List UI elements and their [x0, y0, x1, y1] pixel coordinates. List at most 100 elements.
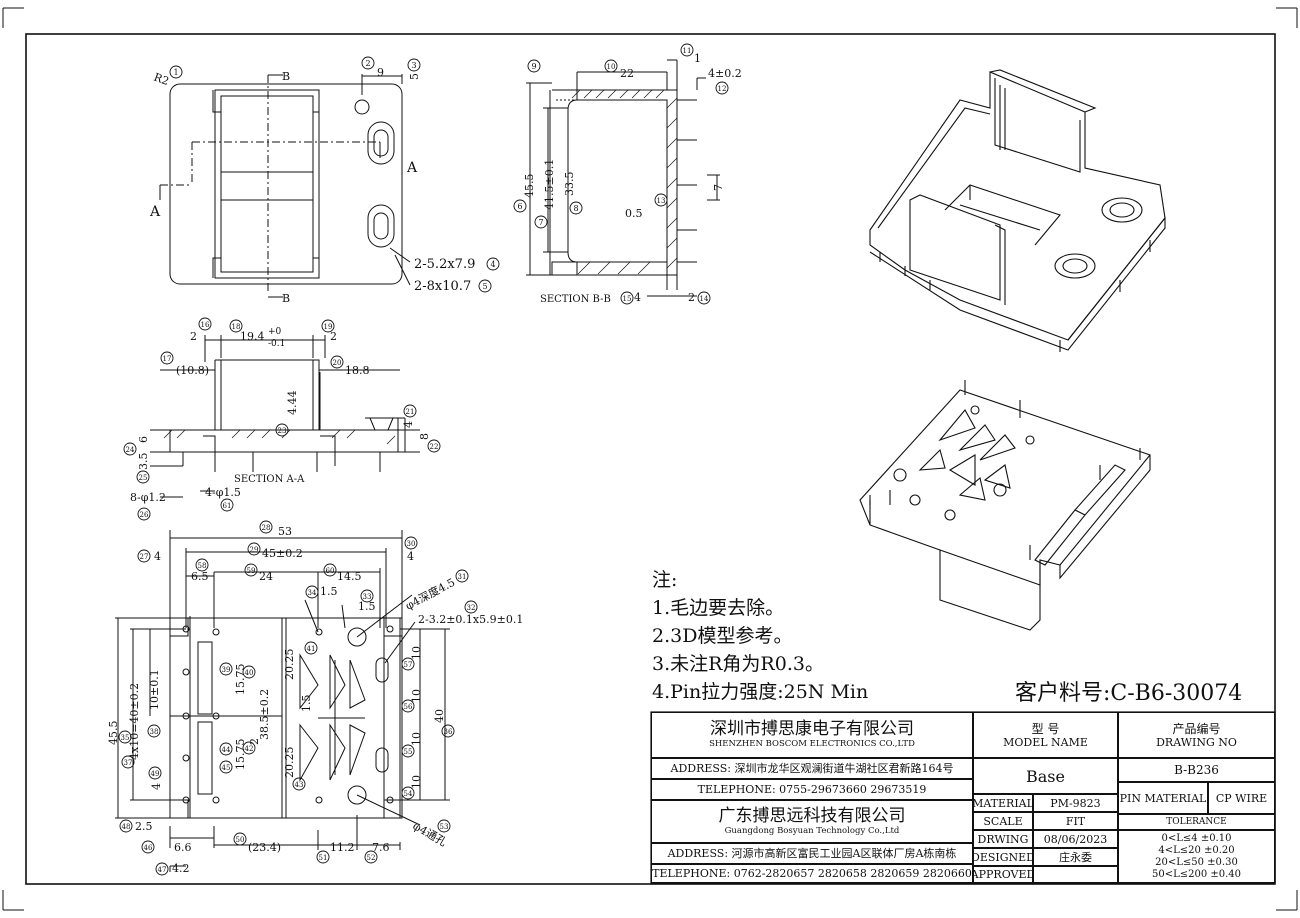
balloon-18: 18: [229, 319, 243, 333]
dim-33-5: 33.5: [563, 172, 576, 197]
balloon-3: 3: [407, 58, 421, 72]
section-a-left: A: [149, 204, 161, 220]
balloon-circle: [321, 319, 335, 333]
balloon-53: 53: [437, 819, 451, 833]
balloon-label: 41: [307, 645, 316, 653]
bottom-view: [115, 530, 450, 872]
balloon-19: 19: [321, 319, 335, 333]
balloon-label: 17: [163, 355, 172, 363]
balloon-circle: [169, 65, 183, 79]
scale-value: FIT: [1033, 812, 1118, 830]
dim-15-75a: 15.75: [234, 664, 247, 696]
balloon-label: 40: [245, 669, 254, 677]
section-a-right: A: [406, 160, 418, 176]
balloon-label: 10: [607, 63, 616, 71]
balloon-label: 39: [222, 666, 231, 674]
balloon-label: 8: [573, 204, 578, 213]
slot-note: 2-3.2±0.1x5.9±0.1: [418, 613, 523, 626]
balloon-55: 55: [401, 744, 415, 758]
customer-part-number: 客户料号:C-B6-30074: [1015, 681, 1243, 706]
dim-10b: 10: [410, 689, 423, 703]
balloon-28: 28: [259, 520, 273, 534]
balloon-circle: [455, 569, 469, 583]
balloon-4: 4: [486, 257, 500, 271]
dim-10-8: (10.8): [176, 364, 209, 377]
balloon-circle: [220, 498, 234, 512]
balloon-34: 34: [305, 585, 319, 599]
dim-4: 4: [634, 291, 641, 304]
balloon-circle: [118, 730, 132, 744]
balloon-circle: [323, 563, 337, 577]
dim-6-6: 6.6: [174, 841, 192, 854]
balloon-circle: [478, 279, 492, 293]
dim-14-5: 14.5: [337, 570, 362, 583]
model-value: Base: [973, 758, 1118, 794]
balloon-circle: [198, 317, 212, 331]
dim-11-2: 11.2: [330, 841, 355, 854]
scale-label: SCALE: [973, 812, 1033, 830]
balloon-circle: [437, 819, 451, 833]
balloon-43: 43: [292, 777, 306, 791]
balloon-45: 45: [219, 760, 233, 774]
balloon-label: 3: [411, 61, 416, 70]
dim-10-0-1: 10±0.1: [148, 669, 161, 710]
balloon-label: 22: [430, 443, 439, 451]
balloon-37: 37: [121, 755, 135, 769]
balloon-label: 48: [122, 823, 131, 831]
drawing-no-value: B-B236: [1118, 758, 1275, 782]
top-view: [159, 74, 411, 298]
balloon-label: 53: [440, 823, 449, 831]
balloon-circle: [137, 507, 151, 521]
dim-9: 9: [377, 66, 384, 79]
drawing-no-label-cn: 产品编号: [1172, 721, 1221, 736]
model-label-cn: 型 号: [1031, 721, 1060, 736]
balloon-circle: [247, 542, 261, 556]
balloon-label: 57: [404, 661, 413, 669]
corner-marks: [2, 7, 1298, 911]
company2-cn: 广东搏思远科技有限公司: [718, 805, 906, 826]
dim-20-25b: 20.25: [283, 747, 296, 779]
isometric-top-view: [869, 69, 1166, 352]
balloon-circle: [401, 657, 415, 671]
balloon-49: 49: [148, 766, 162, 780]
dim-10c: 10: [410, 732, 423, 746]
balloon-21: 21: [403, 404, 417, 418]
company1-en: SHENZHEN BOSCOM ELECTRONICS CO.,LTD: [709, 739, 915, 749]
balloon-label: 42: [245, 745, 254, 753]
dim-1-5c: 1.5: [300, 695, 313, 713]
balloon-30: 30: [404, 536, 418, 550]
section-bb-title: SECTION B-B: [540, 294, 611, 305]
balloon-circle: [403, 404, 417, 418]
company2-cell: 广东搏思远科技有限公司 Guangdong Bosyuan Technology…: [651, 800, 973, 843]
dim-22: 22: [620, 67, 634, 80]
title-block: 深圳市搏思康电子有限公司 SHENZHEN BOSCOM ELECTRONICS…: [651, 712, 1275, 883]
balloon-label: 51: [319, 854, 328, 862]
balloon-15: 15: [620, 291, 634, 305]
dim-7-6: 7.6: [372, 841, 390, 854]
dim-20-25a: 20.25: [283, 649, 296, 681]
balloon-61: 61: [220, 498, 234, 512]
drawing-no-label-cell: 产品编号 DRAWING NO: [1118, 712, 1275, 758]
slot-small-note: 2-5.2x7.9: [414, 257, 475, 272]
telephone1: TELEPHONE: 0755-29673660 29673519: [651, 779, 973, 800]
balloon-label: 36: [444, 728, 453, 736]
balloon-24: 24: [123, 442, 137, 456]
balloon-40: 40: [242, 665, 256, 679]
balloon-label: 47: [158, 866, 167, 874]
balloon-label: 25: [139, 474, 148, 482]
balloon-label: 7: [538, 218, 543, 227]
pins-large-note: 4-φ1.5: [205, 486, 241, 499]
balloon-label: 19: [324, 323, 333, 331]
designed-value: 庄永委: [1033, 848, 1118, 866]
balloon-58: 58: [195, 558, 209, 572]
balloon-circle: [404, 536, 418, 550]
balloon-label: 1: [173, 68, 178, 77]
balloon-circle: [401, 744, 415, 758]
balloon-circle: [401, 786, 415, 800]
balloon-circle: [697, 291, 711, 305]
balloon-circle: [527, 59, 541, 73]
balloon-circle: [147, 724, 161, 738]
balloon-44: 44: [219, 742, 233, 756]
balloon-circle: [123, 442, 137, 456]
balloon-circle: [259, 520, 273, 534]
